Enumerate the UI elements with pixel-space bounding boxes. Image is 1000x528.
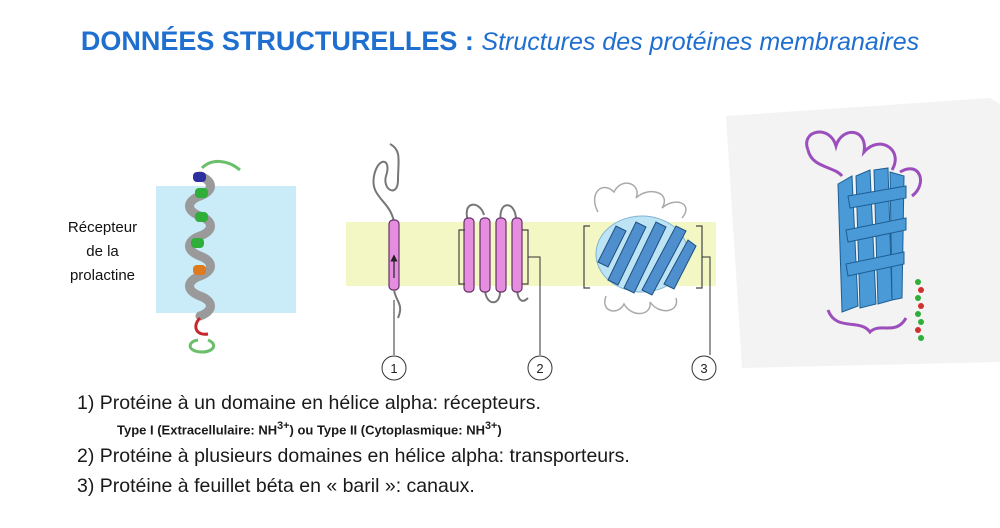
marker-1: 1	[381, 355, 407, 381]
protein-type-list: 1) Protéine à un domaine en hélice alpha…	[77, 388, 630, 501]
receptor-type-note: Type I (Extracellulaire: NH3+) ou Type I…	[117, 420, 502, 438]
prolactin-receptor-figure	[156, 160, 296, 354]
marker-3: 3	[691, 355, 717, 381]
prolactin-receptor-label: Récepteur de la prolactine	[55, 216, 150, 288]
single-helix-protein	[372, 143, 402, 355]
receptor-membrane-box	[156, 186, 296, 313]
receptor-label-line-2: de la	[86, 243, 119, 260]
beta-barrel-protein	[583, 182, 711, 355]
page-title: DONNÉES STRUCTURELLES : Structures des p…	[0, 26, 1000, 57]
ligand-chain	[915, 279, 924, 341]
list-item-2: 2) Protéine à plusieurs domaines en héli…	[77, 445, 630, 468]
list-item-3: 3) Protéine à feuillet béta en « baril »…	[77, 475, 475, 498]
marker-2: 2	[527, 355, 553, 381]
receptor-helix	[185, 160, 241, 354]
marker-3-label: 3	[700, 361, 707, 376]
receptor-label-line-1: Récepteur	[67, 219, 138, 236]
receptor-label-line-3: prolactine	[69, 267, 136, 284]
marker-1-label: 1	[390, 361, 397, 376]
title-main: DONNÉES STRUCTURELLES :	[80, 26, 474, 56]
marker-2-label: 2	[536, 361, 543, 376]
multi-helix-protein	[458, 203, 541, 355]
title-subtitle: Structures des protéines membranaires	[481, 28, 920, 56]
beta-barrel-structure-image	[726, 98, 1000, 368]
list-item-1: 1) Protéine à un domaine en hélice alpha…	[77, 392, 541, 414]
